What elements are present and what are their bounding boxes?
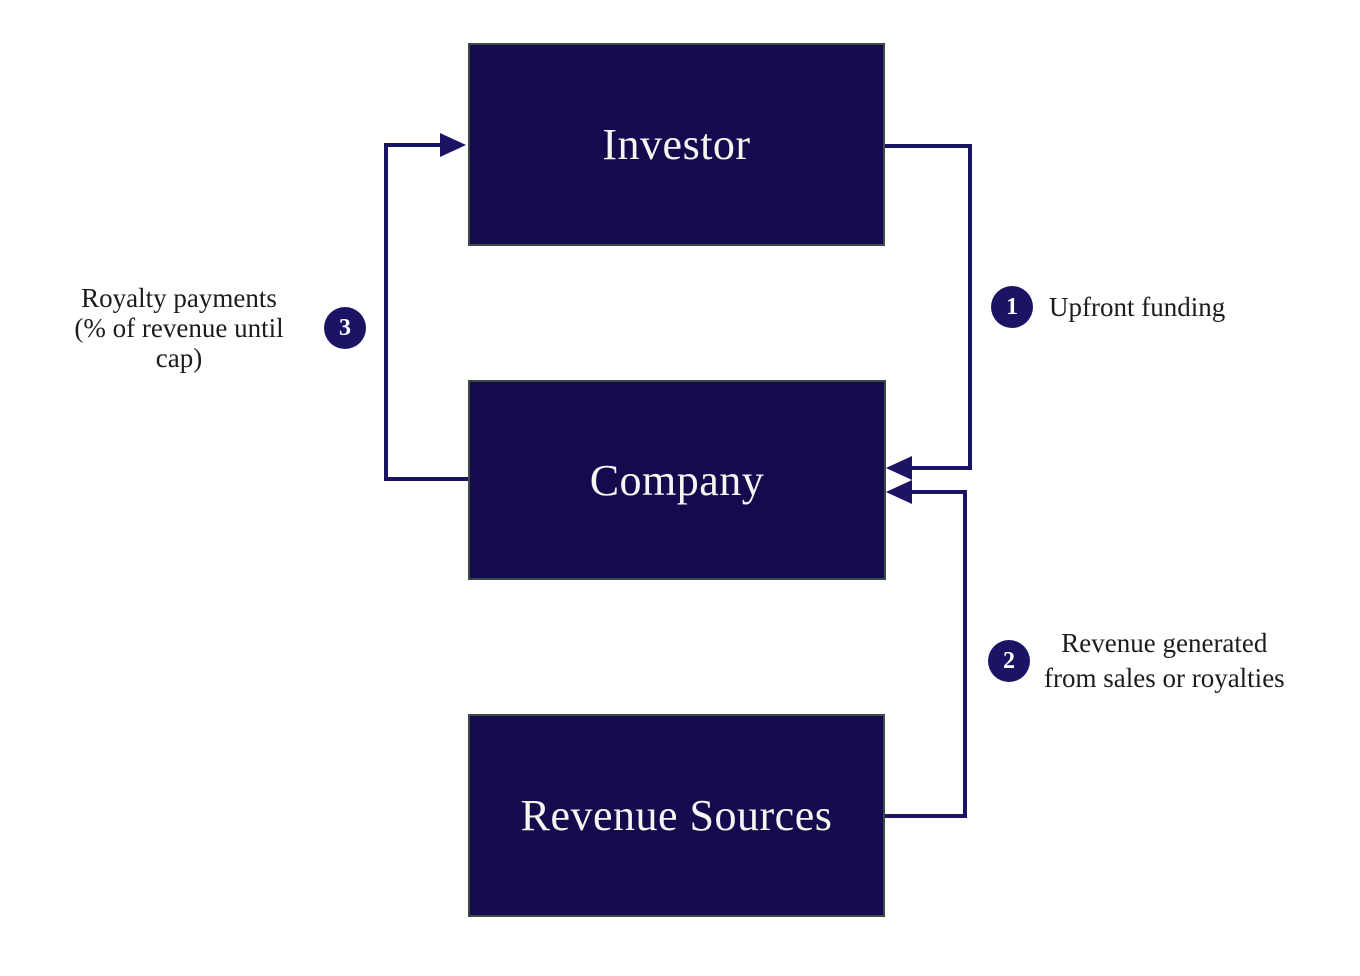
arrow-revenue-generated — [885, 480, 967, 818]
arrow-royalty-payments — [384, 133, 468, 481]
edge-label-revenue-generated-text: Revenue generated from sales or royaltie… — [1044, 626, 1285, 696]
edge-label-upfront-funding-text: Upfront funding — [1049, 292, 1226, 322]
step-badge-3: 3 — [324, 307, 366, 349]
node-company-label: Company — [589, 455, 765, 505]
arrow-upfront-funding — [885, 144, 972, 480]
edge-label-royalty-payments-line2: (% of revenue until cap) — [74, 313, 284, 373]
node-revenue-sources: Revenue Sources — [468, 714, 885, 917]
edge-label-revenue-generated: 2 Revenue generated from sales or royalt… — [988, 626, 1285, 696]
step-badge-1: 1 — [991, 286, 1033, 328]
edge-label-royalty-payments-text: Royalty payments (% of revenue until cap… — [50, 283, 308, 373]
node-investor-label: Investor — [602, 120, 751, 169]
node-company: Company — [468, 380, 886, 580]
edge-label-upfront-funding: 1 Upfront funding — [991, 286, 1225, 328]
node-investor: Investor — [468, 43, 885, 246]
node-revenue-sources-label: Revenue Sources — [520, 791, 833, 840]
edge-label-revenue-generated-line1: Revenue generated — [1061, 628, 1268, 658]
edge-label-royalty-payments-line1: Royalty payments — [81, 283, 277, 313]
edge-label-revenue-generated-line2: from sales or royalties — [1044, 663, 1285, 693]
step-badge-2: 2 — [988, 640, 1030, 682]
edge-label-royalty-payments: Royalty payments (% of revenue until cap… — [50, 283, 366, 373]
